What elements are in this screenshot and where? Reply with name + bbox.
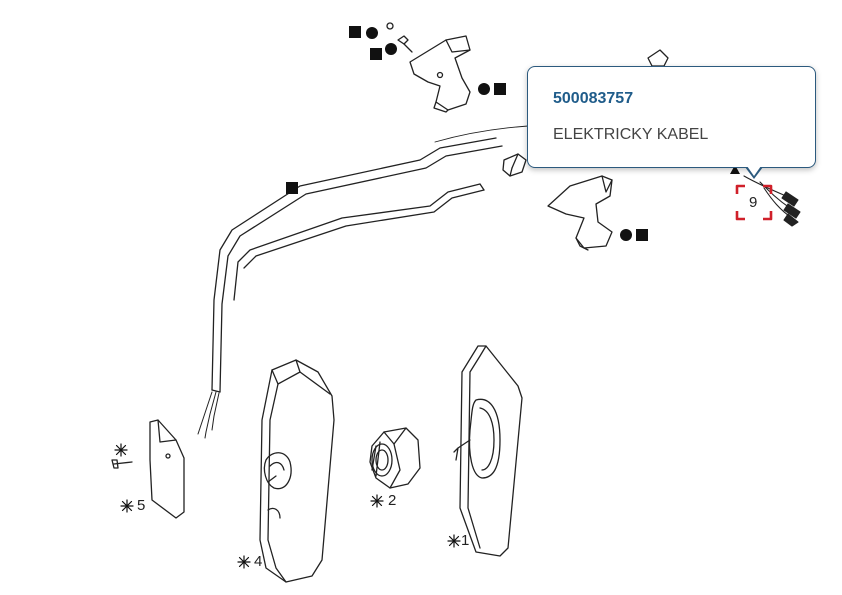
mirror-housing[interactable] — [259, 359, 335, 583]
circle-symbol — [385, 43, 397, 55]
asterisk-symbol — [447, 534, 461, 548]
callout-4[interactable]: 4 — [254, 553, 263, 570]
callout-9[interactable]: 9 — [749, 194, 758, 211]
asterisk-symbol — [114, 443, 128, 457]
connector-plug[interactable] — [502, 153, 527, 177]
square-symbol — [494, 83, 506, 95]
screw-top[interactable] — [386, 22, 413, 53]
selection-bracket — [735, 184, 773, 221]
mirror-glass[interactable] — [453, 345, 523, 557]
small-screw[interactable] — [111, 459, 133, 469]
circle-symbol — [478, 83, 490, 95]
square-symbol — [370, 48, 382, 60]
cover-plate[interactable] — [149, 419, 185, 519]
signal-wire — [434, 125, 529, 143]
circle-symbol — [620, 229, 632, 241]
part-description: ELEKTRICKY KABEL — [553, 126, 709, 143]
asterisk-symbol — [370, 494, 384, 508]
mirror-bracket-lower[interactable] — [547, 175, 613, 251]
square-symbol — [286, 182, 298, 194]
square-symbol — [636, 229, 648, 241]
circle-symbol — [366, 27, 378, 39]
connector-top-right[interactable] — [647, 49, 669, 67]
square-symbol — [349, 26, 361, 38]
callout-5[interactable]: 5 — [137, 497, 146, 514]
tooltip-pointer-fill — [747, 166, 761, 176]
callout-2[interactable]: 2 — [388, 492, 397, 509]
part-number: 500083757 — [553, 90, 634, 107]
asterisk-symbol — [120, 499, 134, 513]
triangle-symbol — [730, 165, 740, 174]
asterisk-symbol — [237, 555, 251, 569]
mirror-arm-tube[interactable] — [211, 137, 503, 393]
mirror-bracket-top[interactable] — [409, 35, 471, 113]
callout-1[interactable]: 1 — [461, 532, 470, 549]
mirror-motor[interactable] — [369, 427, 421, 489]
cable-ends — [197, 391, 220, 439]
part-tooltip: 500083757 ELEKTRICKY KABEL — [527, 66, 816, 168]
